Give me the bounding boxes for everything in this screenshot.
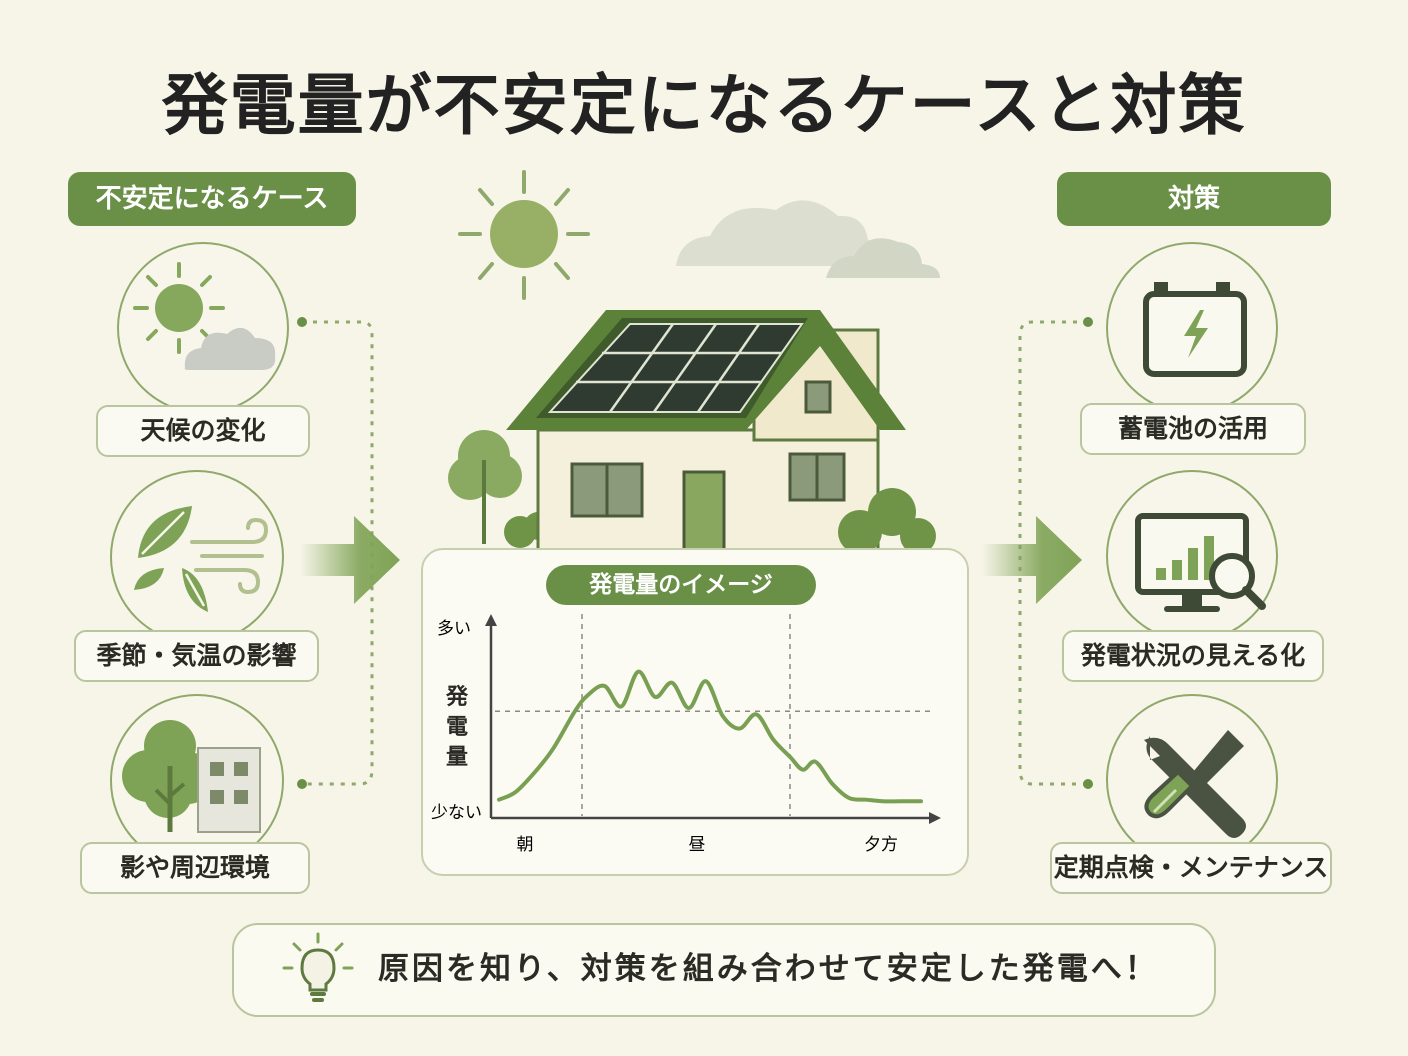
case-label-shade: 影や周辺環境 bbox=[80, 842, 310, 894]
monitor-circle bbox=[1106, 470, 1278, 642]
bottom-message-panel bbox=[232, 923, 1216, 1017]
tree-left-icon bbox=[448, 430, 552, 548]
solar-panel-icon bbox=[547, 323, 804, 413]
measure-label-battery: 蓄電池の活用 bbox=[1080, 403, 1306, 455]
page-title: 発電量が不安定になるケースと対策 bbox=[161, 67, 1247, 144]
chart-heading: 発電量のイメージ bbox=[546, 565, 816, 605]
left-arrow-icon bbox=[300, 516, 400, 604]
chart-axes bbox=[485, 614, 941, 824]
right-connector-lines bbox=[1018, 317, 1093, 789]
right-arrow-icon bbox=[982, 516, 1082, 604]
lightbulb-icon bbox=[282, 932, 354, 1002]
right-section-heading: 対策 bbox=[1057, 172, 1331, 226]
cloud-icon bbox=[676, 200, 940, 278]
y-axis-label: 発電量 bbox=[445, 685, 469, 770]
measure-label-monitor: 発電状況の見える化 bbox=[1062, 630, 1324, 682]
y-axis-label-char: 電 bbox=[446, 715, 468, 740]
y-axis-label-char: 発 bbox=[445, 685, 469, 710]
wrench-screwdriver-icon bbox=[1144, 730, 1246, 838]
battery-circle bbox=[1106, 242, 1278, 414]
generation-chart: 多い 少ない 発電量 朝 昼 夕方 bbox=[431, 614, 941, 855]
x-label-morning: 朝 bbox=[517, 835, 534, 855]
leaves-wind-icon bbox=[134, 506, 269, 612]
x-label-evening: 夕方 bbox=[864, 835, 898, 855]
maintenance-circle bbox=[1106, 694, 1278, 866]
y-axis-label-char: 量 bbox=[446, 745, 468, 770]
sun-icon bbox=[458, 170, 590, 300]
left-section-heading: 不安定になるケース bbox=[68, 172, 356, 226]
bottom-message: 原因を知り、対策を組み合わせて安定した発電へ！ bbox=[378, 951, 1159, 987]
y-low-label: 少ない bbox=[431, 803, 482, 823]
measure-label-maintenance: 定期点検・メンテナンス bbox=[1050, 842, 1332, 894]
house-scene-illustration bbox=[448, 170, 940, 554]
y-high-label: 多い bbox=[437, 619, 471, 639]
weather-circle bbox=[117, 242, 289, 414]
sun-cloud-icon bbox=[133, 262, 276, 370]
chart-gridlines bbox=[495, 614, 935, 816]
tree-building-icon bbox=[122, 720, 261, 833]
season-circle bbox=[110, 470, 284, 644]
monitor-chart-icon bbox=[1135, 513, 1266, 612]
case-label-season: 季節・気温の影響 bbox=[74, 630, 319, 682]
left-connector-lines bbox=[297, 317, 374, 789]
battery-icon bbox=[1143, 282, 1247, 377]
case-label-weather: 天候の変化 bbox=[96, 405, 310, 457]
generation-line bbox=[497, 669, 923, 804]
shade-circle bbox=[110, 694, 284, 868]
x-label-noon: 昼 bbox=[689, 835, 706, 855]
